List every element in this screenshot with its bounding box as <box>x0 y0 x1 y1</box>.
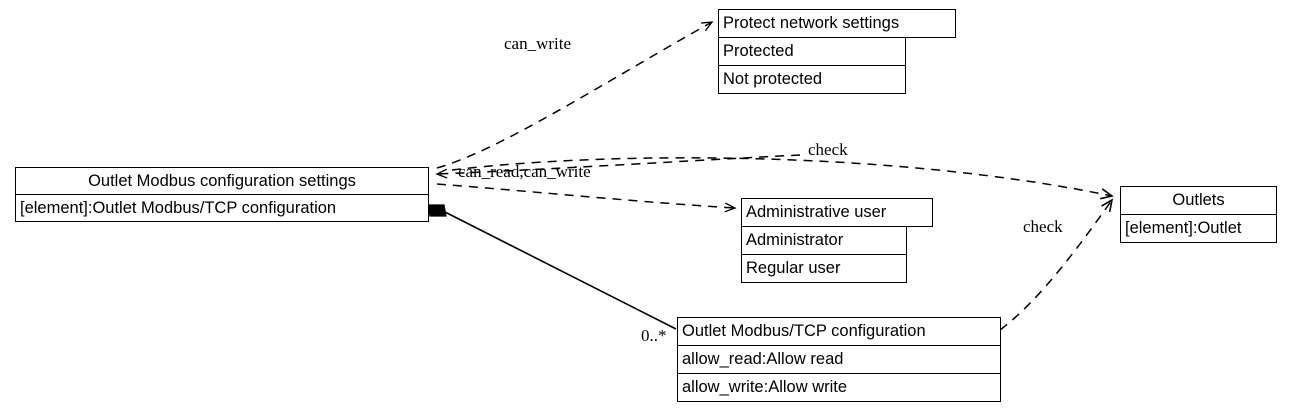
class-value-regular-user: Regular user <box>741 254 907 283</box>
edge-label-check-top: check <box>808 140 848 159</box>
edge-label-check-bottom: check <box>1023 217 1063 236</box>
edge-can-write <box>436 21 714 169</box>
class-header-outlets: Outlets <box>1120 186 1277 215</box>
class-value-protected: Protected <box>718 37 906 66</box>
edge-label-can-read-can-write: can_read,can_write <box>458 162 591 181</box>
class-header-outlet-modbus-configuration-settings: Outlet Modbus configuration settings <box>15 167 429 195</box>
class-value-not-protected: Not protected <box>718 65 906 94</box>
edge-label-can-write: can_write <box>504 34 572 53</box>
edge-label-multiplicity: 0..* <box>641 326 667 345</box>
class-attribute-allow-write: allow_write:Allow write <box>677 373 1001 402</box>
class-attribute-allow-read: allow_read:Allow read <box>677 345 1001 374</box>
class-attribute-element-outlet-modbus-tcp-configuration: [element]:Outlet Modbus/TCP configuratio… <box>15 194 429 222</box>
class-attribute-element-outlet: [element]:Outlet <box>1120 214 1277 243</box>
class-header-outlet-modbus-tcp-configuration: Outlet Modbus/TCP configuration <box>677 317 1001 346</box>
edge-composition <box>427 204 677 330</box>
edge-settings-to-administrative-user <box>436 183 737 213</box>
class-header-administrative-user: Administrative user <box>741 198 933 227</box>
class-header-protect-network-settings: Protect network settings <box>718 9 956 38</box>
class-value-administrator: Administrator <box>741 226 907 255</box>
